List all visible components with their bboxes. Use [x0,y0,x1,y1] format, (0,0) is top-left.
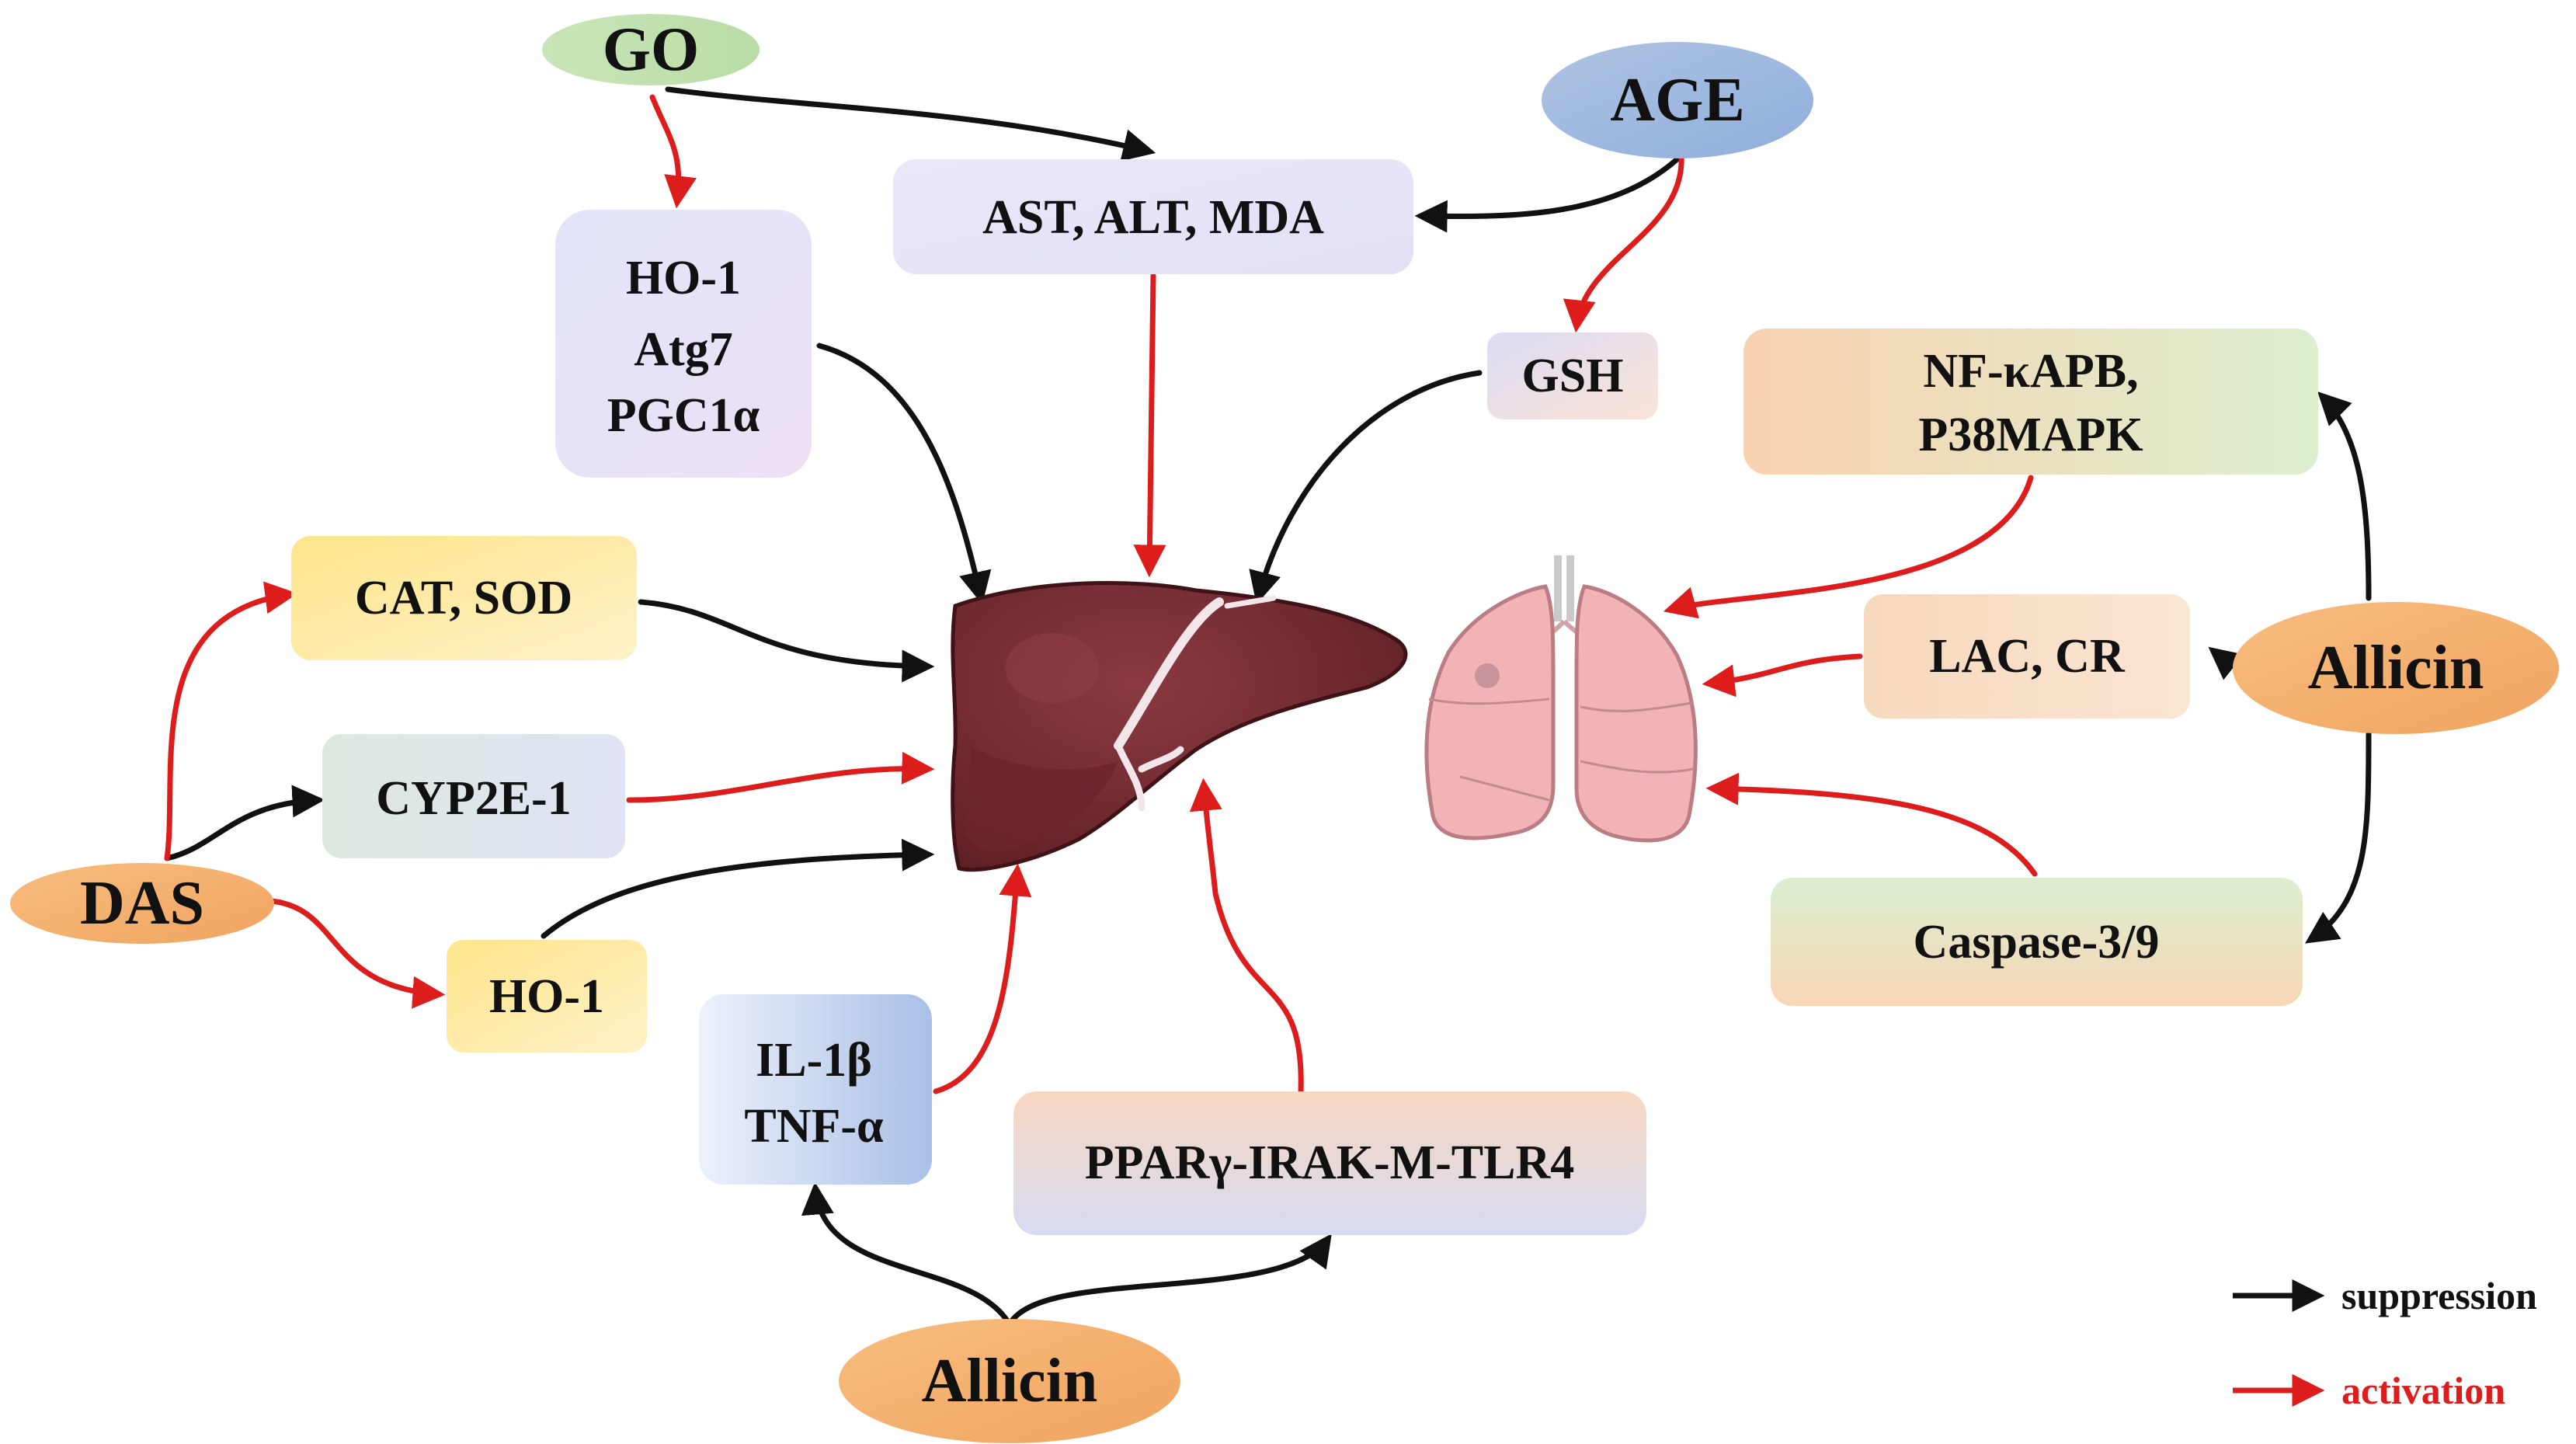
arrow-ast-to-liver [1133,273,1166,578]
oval-allicin-right: Allicin [2233,602,2559,734]
oval-allicin-bottom-label: Allicin [922,1347,1098,1415]
box-ho1-atg7-pgc1a: HO-1 Atg7 PGC1α [555,210,812,478]
arrow-allicin-to-nfkb [2317,391,2372,601]
arrow-gsh-to-liver [1249,370,1483,605]
liver-illustration [951,580,1408,872]
legend-suppression-label: suppression [2341,1274,2537,1317]
box-ho1-atg7-pgc1a-line1: HO-1 [626,252,741,304]
oval-allicin-bottom: Allicin [839,1319,1180,1443]
box-nfkb-p38mapk-line2: P38MAPK [1918,409,2143,461]
arrow-age-to-gsh [1563,152,1684,333]
box-ho1-atg7-pgc1a-line2: Atg7 [634,323,732,376]
arrow-ho1group-to-liver [816,343,992,605]
legend: suppression activation [2233,1274,2537,1412]
box-gsh: GSH [1487,332,1658,419]
arrow-age-to-ast [1414,152,1684,233]
box-ppar-irak-tlr4-label: PPARγ-IRAK-M-TLR4 [1085,1136,1575,1189]
oval-age: AGE [1542,42,1813,158]
legend-activation-label: activation [2341,1369,2505,1412]
arrow-allicin-to-caspase [2305,731,2372,944]
box-cyp2e1: CYP2E-1 [322,734,625,858]
box-lac-cr-label: LAC, CR [1929,630,2126,683]
box-il1b-tnfa-line2: TNF-α [744,1100,883,1153]
box-caspase: Caspase-3/9 [1771,878,2303,1006]
arrow-allicin-to-il1b [801,1181,1013,1327]
arrow-das-to-cyp2e1 [164,785,325,861]
arrow-lac-to-lungs [1702,653,1863,698]
box-caspase-label: Caspase-3/9 [1914,916,2160,969]
arrow-go-to-ho1group [649,94,697,209]
arrow-allicin-to-ppar [1006,1233,1332,1327]
oval-das-label: DAS [80,869,204,938]
arrow-das-to-ho1 [269,898,446,1009]
arrow-go-to-ast [665,86,1156,162]
box-lac-cr: LAC, CR [1864,594,2190,719]
box-ast-alt-mda-label: AST, ALT, MDA [982,191,1324,244]
legend-item-activation: activation [2233,1369,2505,1412]
arrow-caspase-to-lungs [1705,772,2038,877]
oval-go-label: GO [603,16,699,84]
box-cat-sod-label: CAT, SOD [355,572,572,625]
box-nfkb-p38mapk: NF-κAPB, P38MAPK [1743,329,2318,475]
arrow-ppar-to-liver [1189,778,1304,1094]
arrow-il1b-to-liver [933,863,1032,1094]
oval-go: GO [542,14,760,85]
arrow-nfkb-to-lungs [1663,475,2034,619]
box-ppar-irak-tlr4: PPARγ-IRAK-M-TLR4 [1013,1091,1646,1235]
box-il1b-tnfa-line1: IL-1β [756,1034,872,1087]
box-ho1: HO-1 [447,940,647,1053]
oval-das: DAS [10,863,274,944]
box-ast-alt-mda: AST, ALT, MDA [893,159,1413,274]
arrow-cyp2e1-to-liver [626,751,935,803]
box-cat-sod: CAT, SOD [291,536,637,660]
box-gsh-label: GSH [1522,350,1624,402]
oval-age-label: AGE [1610,66,1744,134]
arrow-ho1-to-liver [541,838,935,939]
box-ho1-label: HO-1 [489,970,604,1023]
box-il1b-tnfa: IL-1β TNF-α [699,994,932,1185]
legend-item-suppression: suppression [2233,1274,2537,1317]
arrow-catsod-to-liver [638,599,935,683]
box-cyp2e1-label: CYP2E-1 [376,772,571,825]
arrow-das-to-catsod [164,581,298,861]
oval-allicin-right-label: Allicin [2308,634,2484,702]
box-nfkb-p38mapk-line1: NF-κAPB, [1923,345,2138,398]
box-ho1-atg7-pgc1a-line3: PGC1α [607,389,760,442]
lungs-illustration [1424,555,1698,843]
